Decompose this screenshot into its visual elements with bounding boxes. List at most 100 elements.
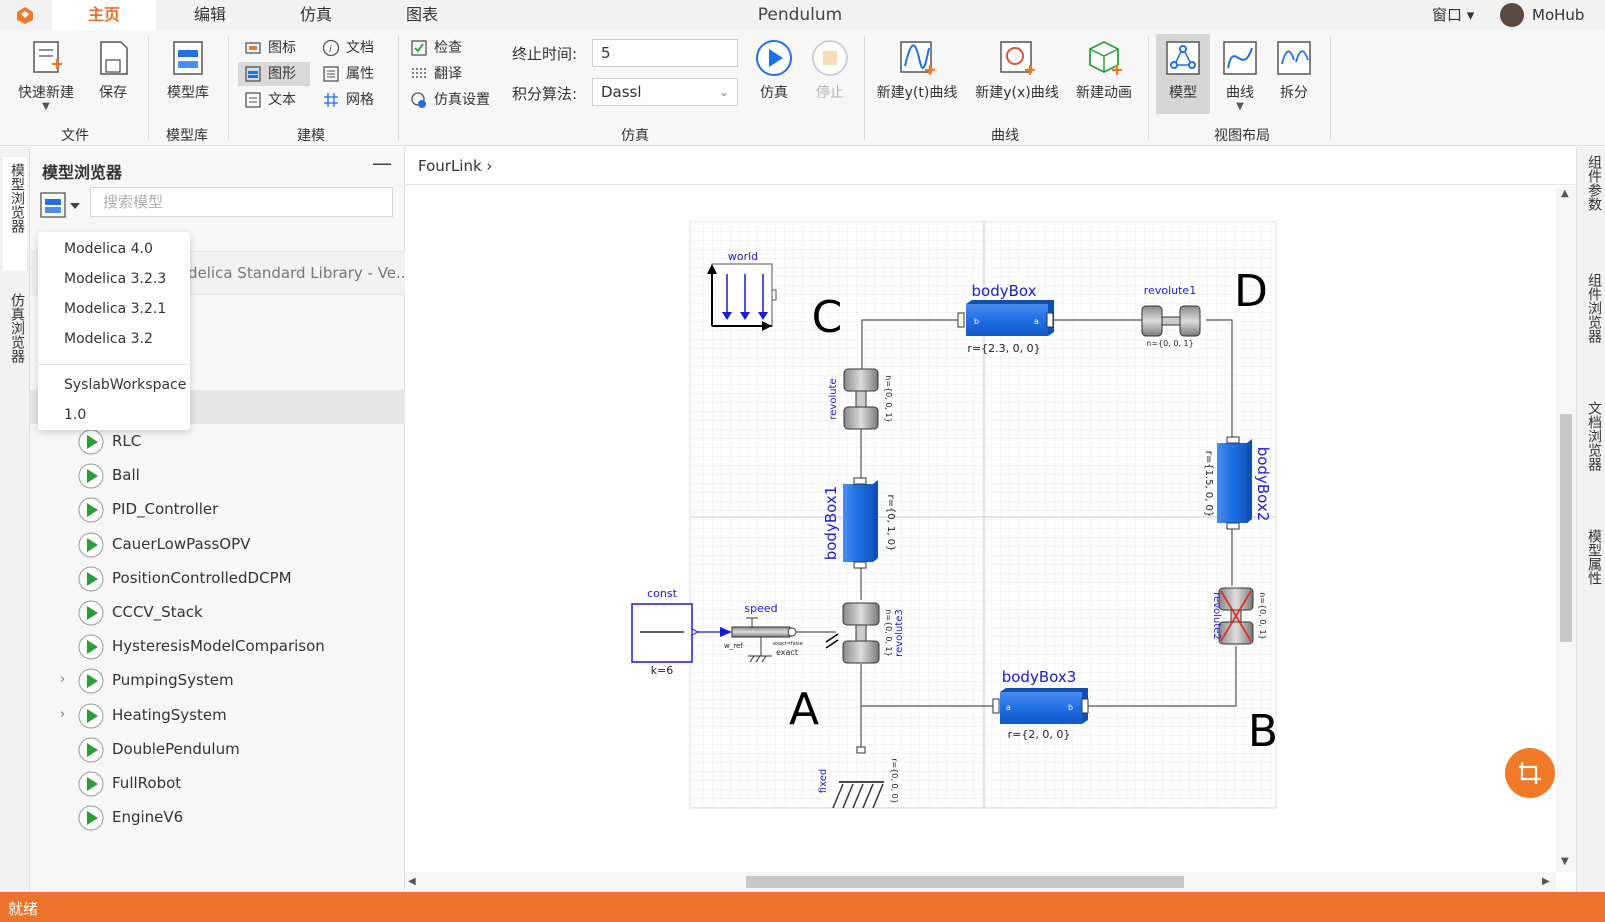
run-simulation-button[interactable]: 仿真	[752, 38, 796, 102]
props-view-button[interactable]: 属性	[316, 62, 388, 86]
solver-select[interactable]: Dassl ⌄	[592, 78, 738, 106]
solver-label: 积分算法:	[512, 85, 578, 103]
grid-toggle-button[interactable]: 网格	[316, 88, 388, 112]
play-icon	[756, 40, 792, 76]
layout-model-button[interactable]: 模型	[1156, 34, 1210, 114]
tree-item[interactable]: HysteresisModelComparison	[30, 632, 405, 664]
tab-model-props[interactable]: 模型属性	[1580, 529, 1604, 629]
library-row[interactable]: delica Standard Library - Ve...	[30, 251, 410, 295]
tree-item[interactable]: PID_Controller	[30, 495, 405, 527]
bodybox3-param: r={2, 0, 0}	[1008, 728, 1071, 741]
scroll-left-icon[interactable]: ◀	[408, 876, 416, 887]
dropdown-item[interactable]: Modelica 3.2	[64, 331, 153, 347]
scroll-down-icon[interactable]: ▼	[1561, 856, 1569, 867]
tree-item[interactable]: PositionControlledDCPM	[30, 564, 405, 596]
tree-item[interactable]: DoublePendulum	[30, 735, 405, 767]
new-yx-curve-button[interactable]: 新建y(x)曲线	[972, 38, 1062, 102]
tab-component-browser[interactable]: 组件浏览器	[1580, 273, 1604, 393]
window-menu[interactable]: 窗口 ▾	[1432, 6, 1475, 24]
tree-item[interactable]: ›HeatingSystem	[30, 701, 405, 733]
chevron-right-icon[interactable]: ›	[60, 706, 66, 722]
group-divider	[228, 36, 229, 140]
tab-component-params[interactable]: 组件参数	[1580, 155, 1604, 263]
translate-button[interactable]: 翻译	[404, 62, 496, 86]
new-yt-curve-button[interactable]: 新建y(t)曲线	[872, 38, 962, 102]
tab-doc-browser[interactable]: 文档浏览器	[1580, 401, 1604, 521]
check-icon	[411, 40, 427, 56]
tab-model-browser[interactable]: 模型浏览器	[3, 157, 27, 271]
breadcrumb-bar: FourLink ›	[406, 147, 1576, 185]
end-time-input[interactable]: 5	[592, 39, 738, 67]
chevron-right-icon[interactable]: ›	[60, 672, 66, 688]
dropdown-item[interactable]: Modelica 3.2.3	[64, 271, 167, 287]
ribbon-toolbar: 快速新建 ▼ 保存 文件 模型库 模型库 图标	[0, 30, 1605, 146]
world-component[interactable]: world	[707, 250, 777, 331]
tree-item[interactable]: CauerLowPassOPV	[30, 530, 405, 562]
bodybox2-component[interactable]: bodyBox2 r={1.5, 0, 0}	[1203, 436, 1272, 530]
scroll-right-icon[interactable]: ▶	[1542, 876, 1550, 887]
user-name: MoHub	[1532, 6, 1585, 24]
speed-component[interactable]: speed w_ref exact exact=false	[720, 602, 836, 663]
library-select-button[interactable]	[40, 191, 84, 219]
const-component[interactable]: const k=6	[631, 587, 700, 677]
quick-new-button[interactable]: 快速新建 ▼	[12, 38, 80, 112]
scroll-thumb[interactable]	[746, 876, 1184, 888]
breadcrumb[interactable]: FourLink ›	[418, 157, 493, 175]
tree-item[interactable]: ›PumpingSystem	[30, 666, 405, 698]
play-model-icon	[78, 497, 104, 523]
tab-simulation[interactable]: 仿真	[299, 5, 332, 24]
revolute1-component[interactable]: revolute1 n={0, 0, 1}	[1141, 284, 1201, 348]
revolute2-component[interactable]: revolute2 n={0, 0, 1}	[1211, 587, 1267, 645]
tree-item[interactable]: EngineV6	[30, 803, 405, 835]
fixed-component[interactable]: fixed r={0, 0, 0}	[818, 746, 899, 809]
new-animation-button[interactable]: 新建动画	[1072, 38, 1136, 102]
dropdown-item[interactable]: Modelica 4.0	[64, 241, 153, 257]
scroll-thumb[interactable]	[1560, 414, 1572, 642]
group-divider	[1148, 36, 1149, 140]
tab-sim-browser[interactable]: 仿真浏览器	[3, 287, 27, 401]
bodybox1-component[interactable]: bodyBox1 r={0, 1, 0}	[822, 477, 896, 569]
revolute2-label: revolute2	[1211, 592, 1222, 640]
bodybox3-label: bodyBox3	[1002, 668, 1077, 686]
model-library-button[interactable]: 模型库	[158, 38, 218, 102]
diagram-canvas[interactable]: world bodyBox b a r={2.3, 0, 0}	[406, 186, 1556, 872]
tree-item[interactable]: RLC	[30, 427, 405, 459]
tree-item[interactable]: FullRobot	[30, 769, 405, 801]
text-view-button[interactable]: 文本	[238, 88, 310, 112]
save-button[interactable]: 保存	[90, 38, 136, 102]
crop-icon	[1519, 762, 1541, 784]
tab-edit[interactable]: 编辑	[193, 5, 226, 24]
docs-view-button[interactable]: i 文档	[316, 36, 388, 60]
tab-home[interactable]: 主页	[52, 0, 156, 30]
tab-doc-browser-label: 文档浏览器	[1586, 401, 1602, 471]
collapse-button[interactable]: —	[372, 151, 392, 175]
layout-curve-button[interactable]: 曲线 ▼	[1218, 38, 1262, 112]
bodybox3-component[interactable]: bodyBox3 a b r={2, 0, 0}	[992, 668, 1089, 741]
layout-split-button[interactable]: 拆分	[1272, 38, 1316, 102]
end-time-label: 终止时间:	[512, 45, 578, 63]
dropdown-item[interactable]: Modelica 3.2.1	[64, 301, 167, 317]
revolute-component[interactable]: revolute n={0, 0, 1}	[828, 368, 893, 430]
scroll-up-icon[interactable]: ▲	[1561, 188, 1569, 199]
check-button[interactable]: 检查	[404, 36, 496, 60]
search-input[interactable]	[90, 187, 393, 217]
graphic-view-button[interactable]: 图形	[238, 62, 310, 86]
dropdown-item[interactable]: 1.0	[64, 407, 87, 423]
vertical-scrollbar[interactable]: ▲ ▼	[1556, 186, 1576, 872]
tree-item[interactable]: CCCV_Stack	[30, 598, 405, 630]
window-title: Pendulum	[757, 5, 843, 25]
horizontal-scrollbar[interactable]: ◀ ▶	[406, 872, 1556, 892]
dropdown-item[interactable]: SyslabWorkspace	[64, 377, 187, 393]
icon-view-icon	[245, 42, 261, 54]
stop-simulation-button[interactable]: 停止	[808, 38, 852, 102]
tree-item[interactable]: Ball	[30, 461, 405, 493]
const-label: const	[647, 587, 677, 600]
revolute-label: revolute	[828, 378, 839, 419]
crop-fab-button[interactable]	[1505, 748, 1555, 798]
revolute3-component[interactable]: revolute3 n={0, 0, 1}	[825, 602, 905, 664]
sim-settings-button[interactable]: 仿真设置	[404, 88, 504, 112]
bodybox-component[interactable]: bodyBox b a r={2.3, 0, 0}	[957, 282, 1054, 355]
tree-item-label: DoublePendulum	[112, 739, 240, 758]
icon-view-button[interactable]: 图标	[238, 36, 310, 60]
tab-charts[interactable]: 图表	[405, 5, 438, 24]
